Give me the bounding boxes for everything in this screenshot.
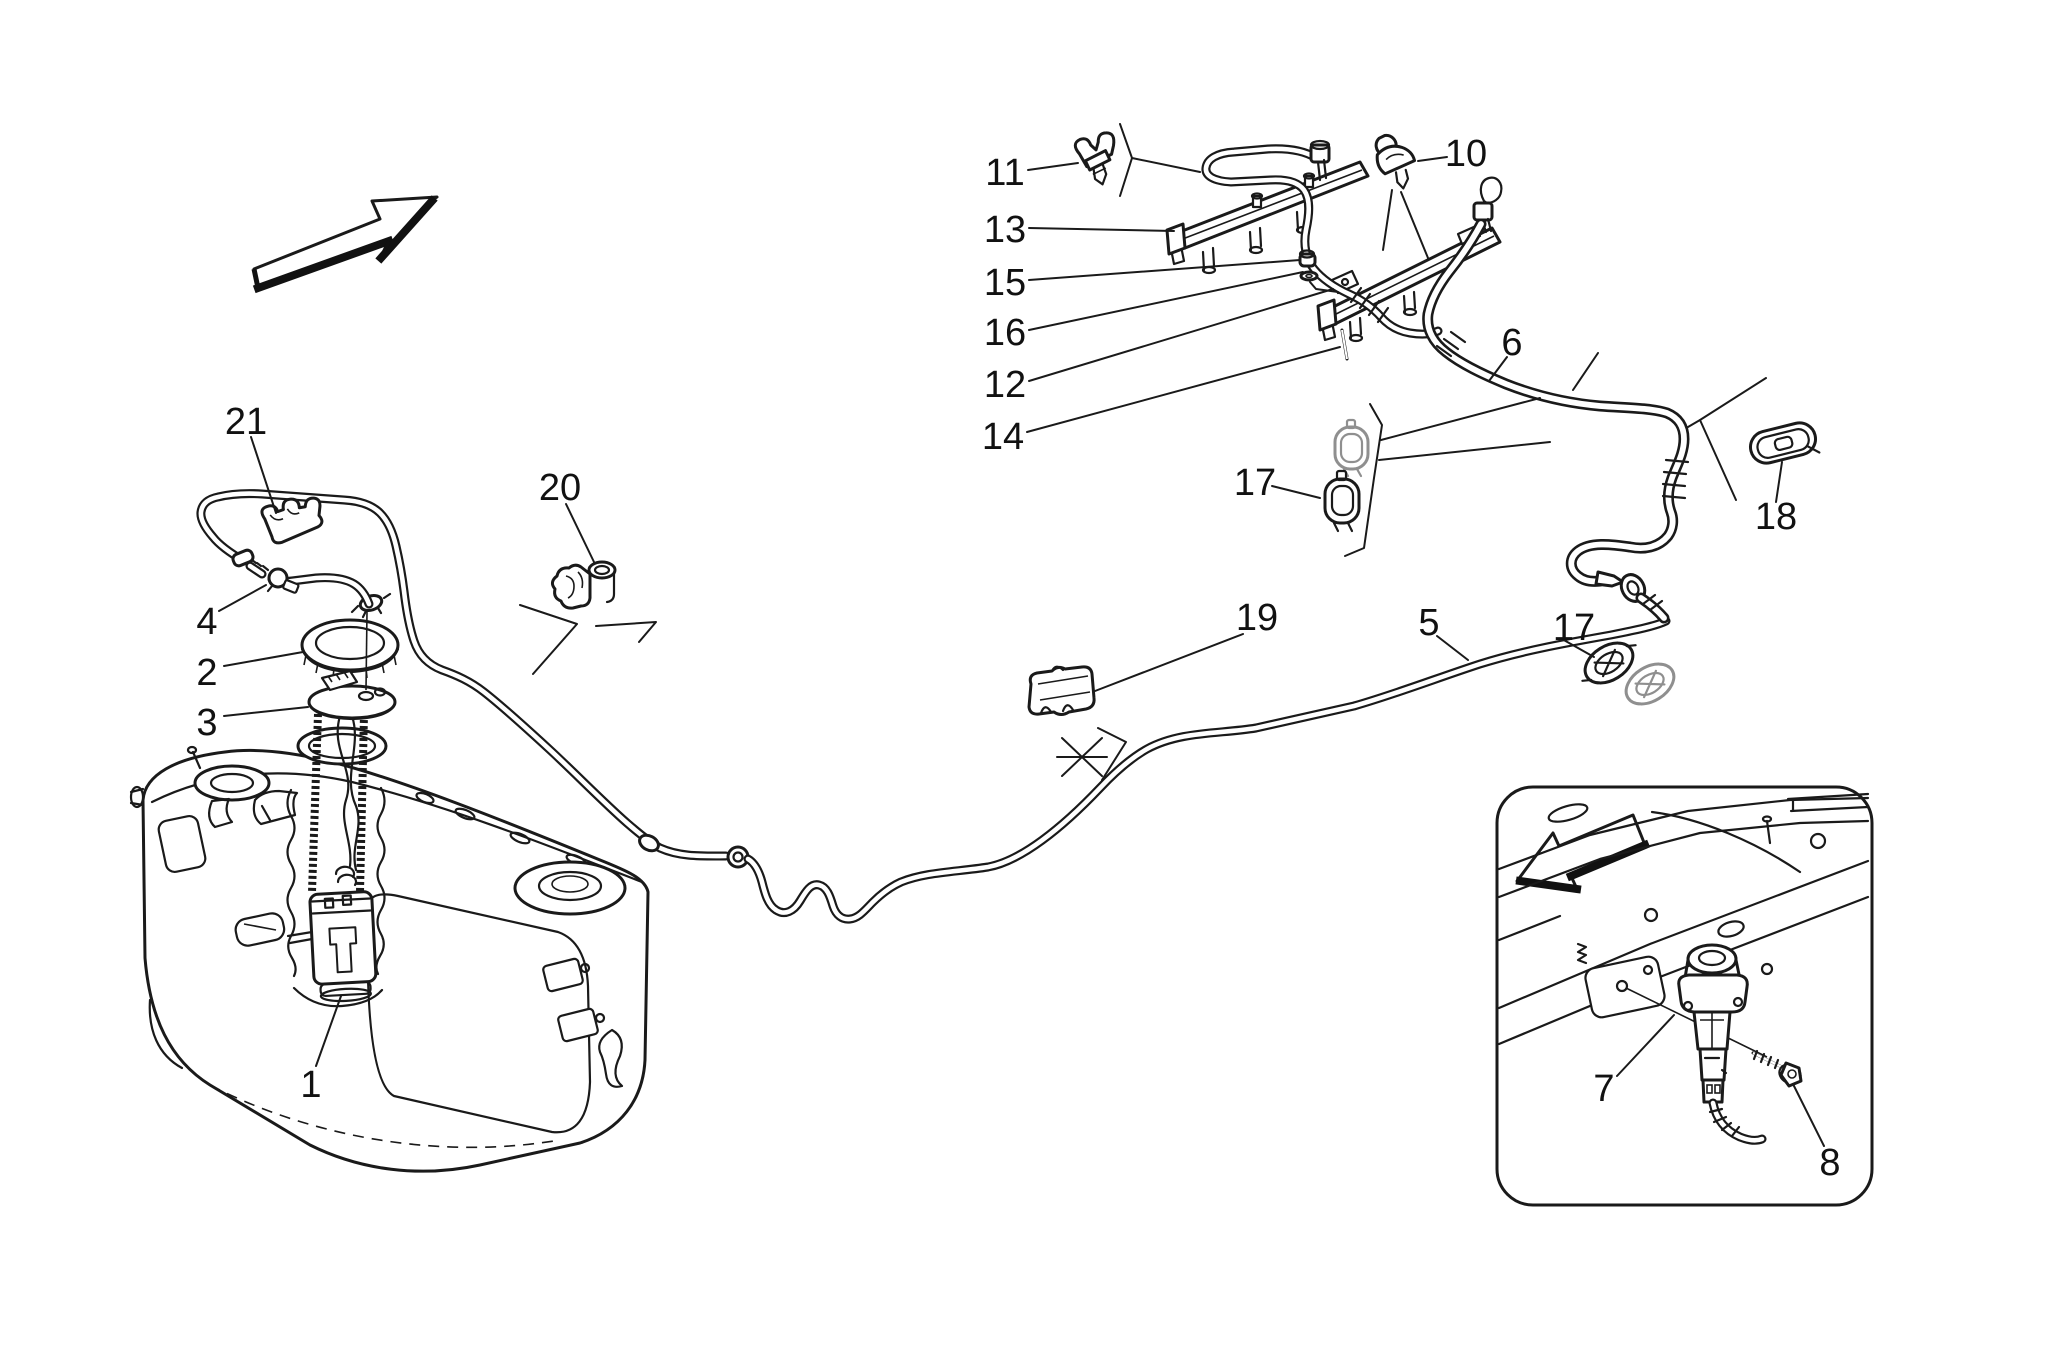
clip-10-position-marks — [1382, 189, 1429, 259]
callout-6: 6 — [1501, 322, 1522, 364]
grommet-18-position-lines — [1687, 377, 1767, 501]
pipe-clip-20 — [550, 560, 617, 610]
callout-10: 10 — [1445, 133, 1487, 175]
valve-part-7 — [1677, 943, 1767, 1145]
grommet-17-position-lines — [1344, 352, 1599, 557]
cap-nut-and-washer — [1298, 249, 1339, 293]
clip-17-right-dark — [1581, 641, 1637, 685]
pump-flange — [307, 611, 397, 721]
push-clip-11 — [1073, 131, 1116, 186]
fuel-delivery-hose — [1422, 176, 1690, 624]
fuel-pump-module — [234, 592, 400, 1003]
pipe-clip-19 — [1027, 665, 1096, 716]
callout-19: 19 — [1236, 597, 1278, 639]
rail-crossover-pipe — [1201, 139, 1443, 339]
pump-canister — [308, 890, 378, 1003]
clip-17-right-light — [1624, 662, 1676, 706]
direction-arrow-icon — [251, 195, 439, 294]
clip-20-position-marks — [519, 604, 657, 675]
callout-13: 13 — [984, 209, 1026, 251]
bolt-part-8 — [1751, 1049, 1803, 1088]
grommet-17-upper — [1333, 418, 1370, 478]
callout-17b: 17 — [1553, 607, 1595, 649]
fuel-tank — [129, 745, 650, 1173]
clip-19-position-marks — [1056, 727, 1127, 781]
callout-18: 18 — [1755, 496, 1797, 538]
callout-14: 14 — [982, 416, 1024, 458]
hose-fitting — [1594, 570, 1625, 588]
callout-1: 1 — [300, 1064, 321, 1106]
pipe-union-fitting — [638, 833, 660, 853]
callout-20: 20 — [539, 467, 581, 509]
pipe-clip-21 — [260, 496, 324, 545]
grommet-18 — [1749, 421, 1821, 465]
inset-underbody-structure — [1497, 792, 1870, 1058]
grommet-17-lower — [1323, 469, 1361, 533]
callout-11: 11 — [985, 152, 1024, 194]
callout-3: 3 — [196, 702, 217, 744]
quick-connector — [231, 548, 300, 594]
push-clip-10 — [1374, 133, 1417, 190]
callout-15: 15 — [984, 262, 1026, 304]
callout-16: 16 — [984, 312, 1026, 354]
hose-end-loop — [1479, 176, 1503, 205]
pump-supply-pipe — [196, 489, 1671, 924]
callout-leaders — [218, 123, 1825, 1147]
callout-5: 5 — [1418, 602, 1439, 644]
callout-8: 8 — [1819, 1142, 1840, 1184]
fuel-rail-assembly — [1165, 139, 1502, 361]
callout-21: 21 — [225, 401, 267, 443]
callout-4: 4 — [196, 601, 217, 643]
callout-numbers: 1 2 3 4 5 6 7 8 10 11 12 13 14 15 16 17 … — [196, 133, 1840, 1184]
inset-view — [1495, 785, 1874, 1207]
callout-17a: 17 — [1234, 462, 1276, 504]
callout-12: 12 — [984, 364, 1026, 406]
callout-7: 7 — [1593, 1068, 1614, 1110]
hose-union-nut — [1472, 201, 1494, 222]
callout-2: 2 — [196, 652, 217, 694]
